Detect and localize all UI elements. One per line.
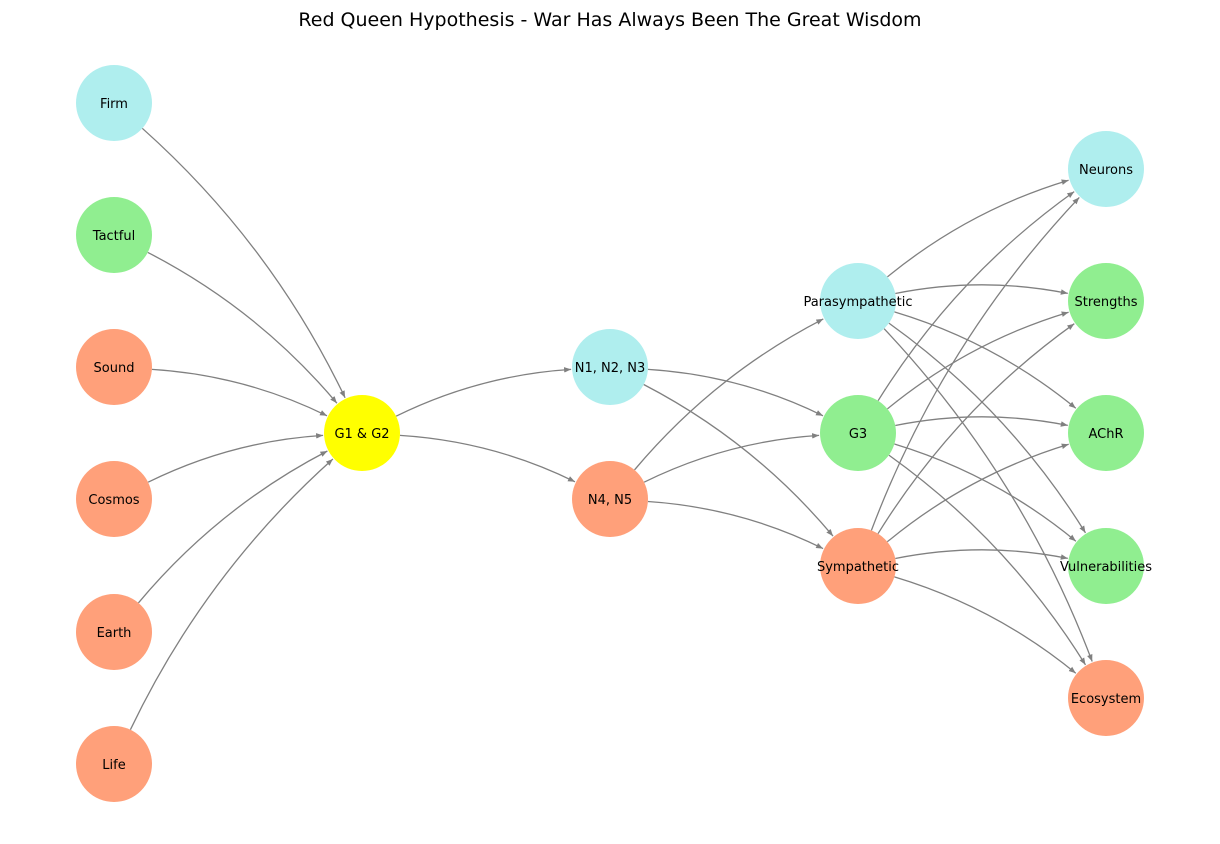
edge-cosmos-to-g1g2	[147, 433, 324, 483]
edge-earth-to-g1g2	[137, 450, 328, 604]
node-n123-circle	[572, 329, 648, 405]
edge-n45-to-para	[634, 318, 824, 471]
node-earth: Earth	[76, 594, 152, 670]
edge-g3-to-strengths	[886, 311, 1069, 410]
node-cosmos: Cosmos	[76, 461, 152, 537]
node-life-label: Life	[102, 758, 125, 773]
edge-para-to-eco	[883, 328, 1093, 662]
edge-g3-to-neurons	[877, 191, 1075, 402]
edge-sound-to-g1g2	[151, 368, 328, 417]
node-symp: Sympathetic	[817, 528, 899, 604]
node-para: Parasympathetic	[803, 263, 913, 339]
edge-n45-to-g3	[643, 433, 820, 483]
edge-para-to-achr	[894, 311, 1077, 409]
node-para-label: Parasympathetic	[803, 295, 912, 310]
node-achr: AChR	[1068, 395, 1144, 471]
node-tactful-label: Tactful	[92, 229, 135, 244]
node-cosmos-circle	[76, 461, 152, 537]
node-para-circle	[820, 263, 896, 339]
node-tactful-circle	[76, 197, 152, 273]
node-g3-circle	[820, 395, 896, 471]
edge-g3-to-achr	[895, 416, 1068, 427]
node-strengths-label: Strengths	[1074, 295, 1137, 310]
node-neurons: Neurons	[1068, 131, 1144, 207]
node-strengths: Strengths	[1068, 263, 1144, 339]
node-neurons-circle	[1068, 131, 1144, 207]
node-n45-circle	[572, 461, 648, 537]
node-life: Life	[76, 726, 152, 802]
node-vuln: Vulnerabilities	[1060, 528, 1152, 604]
edge-symp-to-achr	[886, 443, 1069, 543]
node-n45-label: N4, N5	[588, 493, 632, 508]
node-achr-label: AChR	[1088, 427, 1123, 442]
node-firm-label: Firm	[100, 97, 128, 112]
edge-firm-to-g1g2	[141, 127, 346, 399]
node-symp-circle	[820, 528, 896, 604]
edge-symp-to-eco	[894, 576, 1077, 674]
edge-n123-to-g3	[647, 368, 824, 417]
diagram-title: Red Queen Hypothesis - War Has Always Be…	[298, 9, 921, 31]
node-strengths-circle	[1068, 263, 1144, 339]
node-eco: Ecosystem	[1068, 660, 1144, 736]
edge-g1g2-to-n123	[395, 367, 572, 417]
node-sound-label: Sound	[94, 361, 135, 376]
node-vuln-label: Vulnerabilities	[1060, 560, 1152, 575]
node-tactful: Tactful	[76, 197, 152, 273]
edge-para-to-neurons	[886, 179, 1069, 278]
node-n123-label: N1, N2, N3	[575, 361, 646, 376]
node-earth-label: Earth	[97, 626, 132, 641]
node-achr-circle	[1068, 395, 1144, 471]
node-g1g2-label: G1 & G2	[334, 427, 389, 442]
edge-para-to-vuln	[888, 322, 1087, 534]
node-sound: Sound	[76, 329, 152, 405]
node-vuln-circle	[1068, 528, 1144, 604]
edge-g1g2-to-n45	[399, 434, 576, 483]
edge-symp-to-neurons	[870, 196, 1080, 531]
node-neurons-label: Neurons	[1079, 163, 1133, 178]
edge-life-to-g1g2	[129, 458, 334, 730]
node-symp-label: Sympathetic	[817, 560, 899, 575]
node-earth-circle	[76, 594, 152, 670]
edge-n45-to-symp	[647, 500, 824, 550]
node-g1g2: G1 & G2	[324, 395, 400, 471]
edge-symp-to-strengths	[877, 323, 1075, 535]
node-cosmos-label: Cosmos	[88, 493, 139, 508]
node-n45: N4, N5	[572, 461, 648, 537]
edge-n123-to-symp	[643, 383, 834, 537]
node-sound-circle	[76, 329, 152, 405]
node-firm-circle	[76, 65, 152, 141]
edges-layer	[129, 127, 1093, 730]
node-eco-circle	[1068, 660, 1144, 736]
edge-g3-to-eco	[888, 454, 1087, 666]
node-n123: N1, N2, N3	[572, 329, 648, 405]
node-g3: G3	[820, 395, 896, 471]
node-firm: Firm	[76, 65, 152, 141]
node-life-circle	[76, 726, 152, 802]
node-g3-label: G3	[849, 427, 867, 442]
edge-tactful-to-g1g2	[147, 251, 338, 404]
edge-para-to-strengths	[895, 284, 1068, 295]
edge-symp-to-vuln	[895, 549, 1068, 560]
node-g1g2-circle	[324, 395, 400, 471]
node-eco-label: Ecosystem	[1071, 692, 1141, 707]
edge-g3-to-vuln	[894, 443, 1077, 542]
